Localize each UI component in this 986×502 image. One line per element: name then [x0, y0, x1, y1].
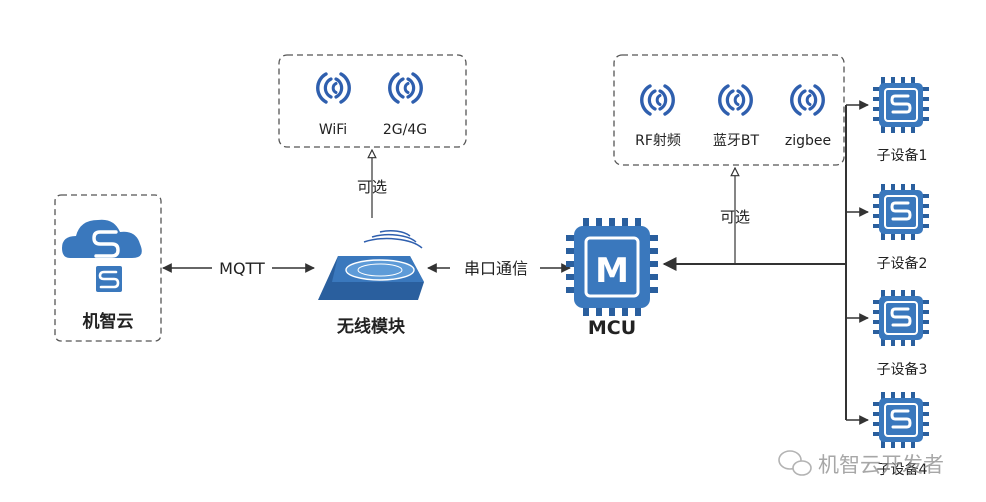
radio-option-rf: RF射频: [635, 133, 681, 149]
device-bus: [662, 100, 869, 425]
network-options-box: WiFi 2G/4G: [278, 54, 467, 148]
serial-label: 串口通信: [464, 259, 528, 278]
sub-device-4: 子设备4: [871, 390, 931, 478]
network-option-wifi: WiFi: [319, 122, 347, 138]
cloud-node: 机智云: [54, 194, 162, 342]
bluetooth-signal-icon: [718, 84, 753, 116]
sub-device-3: 子设备3: [871, 288, 931, 378]
sub-device-label: 子设备1: [877, 147, 928, 164]
zigbee-signal-icon: [790, 84, 825, 116]
wifi-signal-icon: [316, 72, 351, 104]
radio-options-box: RF射频 蓝牙BT zigbee: [613, 54, 845, 166]
sub-device-2: 子设备2: [871, 182, 931, 272]
radio-option-zigbee: zigbee: [785, 133, 831, 149]
mqtt-link: MQTT: [162, 259, 315, 278]
mcu-chip-letter: M: [595, 251, 629, 291]
mcu-label: MCU: [588, 317, 636, 339]
router-icon: [318, 230, 424, 300]
serial-link: 串口通信: [427, 259, 571, 278]
rf-signal-icon: [640, 84, 675, 116]
cloud-label: 机智云: [83, 311, 134, 332]
watermark: 机智云开发者: [778, 450, 944, 477]
sub-device-label: 子设备3: [877, 361, 928, 378]
mqtt-label: MQTT: [219, 259, 265, 278]
sub-device-chip-icon: [871, 75, 931, 135]
network-optional-label: 可选: [357, 178, 387, 196]
sub-device-label: 子设备2: [877, 255, 928, 272]
sub-device-chip-icon: [871, 182, 931, 242]
wechat-icon: [778, 450, 812, 476]
watermark-label: 机智云开发者: [818, 453, 944, 477]
wifi-module-label: 无线模块: [336, 316, 406, 337]
cloud-logo-icon: [62, 219, 142, 292]
sub-device-chip-icon: [871, 390, 931, 450]
sub-device-chip-icon: [871, 288, 931, 348]
network-option-cellular: 2G/4G: [383, 122, 427, 138]
cellular-signal-icon: [388, 72, 423, 104]
sub-device-1: 子设备1: [871, 75, 931, 164]
radio-option-bt: 蓝牙BT: [713, 133, 760, 149]
radio-optional-label: 可选: [720, 208, 750, 226]
mcu-chip-icon: M: [566, 218, 658, 316]
sub-device-label: 子设备4: [877, 461, 928, 478]
